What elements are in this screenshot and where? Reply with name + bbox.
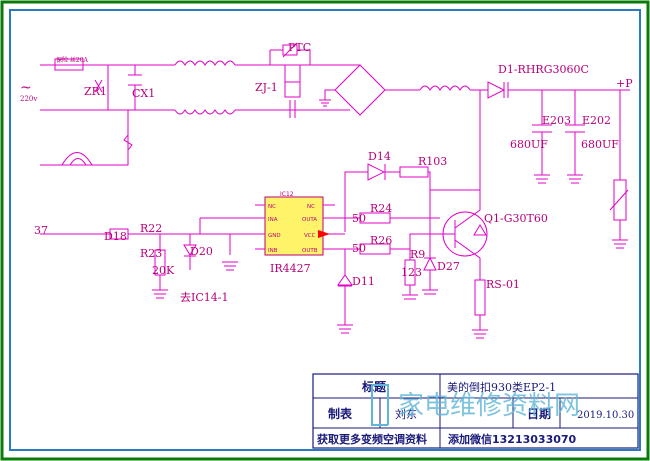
footer-left: 获取更多变频空调资料: [317, 432, 427, 446]
inner-border: [9, 9, 641, 451]
title-block: [312, 373, 639, 449]
label-ac-symbol: ~: [20, 80, 32, 96]
label-zj1: ZJ-1: [255, 81, 278, 94]
label-e203: E203: [542, 114, 571, 127]
label-r9: R9: [410, 248, 425, 261]
label-cx1: CX1: [132, 87, 155, 100]
label-ic-name: IR4427: [270, 262, 311, 275]
pin-outa: OUTA: [302, 217, 317, 223]
label-r26: R26: [370, 234, 392, 247]
pin-inb: INB: [268, 248, 278, 254]
label-rs01: RS-01: [486, 278, 520, 291]
label-d1: D1-RHRG3060C: [498, 63, 589, 76]
pin-nc-right: NC: [307, 204, 315, 210]
label-r9-value: 123: [401, 266, 422, 279]
label-cap-right: 680UF: [581, 138, 619, 151]
label-e202: E202: [582, 114, 611, 127]
label-ac-voltage: 220v: [20, 95, 37, 103]
label-r23: R23: [140, 247, 162, 260]
label-r24: R24: [370, 202, 392, 215]
fuse-icon: [54, 58, 84, 71]
label-r103: R103: [418, 155, 447, 168]
drawn-value: 刘东: [395, 408, 417, 421]
label-zr1: ZR1: [84, 85, 107, 98]
label-r24-value: 50: [352, 212, 366, 225]
watermark-logo-icon: [371, 384, 389, 426]
label-r22: R22: [140, 222, 162, 235]
watermark-text: 家电维修资料网: [398, 391, 580, 421]
label-fuse: 保险 丝20A: [56, 56, 89, 64]
label-d11: D11: [352, 275, 375, 288]
label-d14: D14: [368, 150, 391, 163]
footer-right: 添加微信13213033070: [448, 432, 577, 446]
pin-nc-left: NC: [268, 204, 276, 210]
circuit-wires: [40, 42, 630, 339]
label-plus-p: +P: [616, 77, 633, 90]
label-to-ic14: 去IC14-1: [180, 291, 228, 304]
label-q1: Q1-G30T60: [484, 212, 548, 225]
ground-plug-icon: [61, 152, 93, 166]
date-label: 日期: [527, 406, 551, 421]
label-ic12: IC12: [280, 191, 294, 198]
pin-gnd: GND: [268, 233, 281, 239]
date-value: 2019.10.30: [577, 410, 634, 421]
label-ptc: PTC: [288, 41, 311, 54]
zr1-varistor-icon: [94, 79, 103, 93]
label-r23-value: 20K: [152, 264, 175, 277]
title-label: 标题: [361, 379, 387, 394]
signal-arrow-icon: [318, 230, 330, 238]
pin-ina: INA: [268, 217, 278, 223]
label-d18: D18: [104, 230, 127, 243]
label-r26-value: 50: [352, 242, 366, 255]
title-value: 美的倒扣930类EP2-1: [447, 380, 556, 394]
label-d27: D27: [437, 260, 460, 273]
label-cap-left: 680UF: [510, 138, 548, 151]
pin-vcc: VCC: [304, 233, 316, 239]
label-net-37: 37: [34, 224, 48, 237]
label-d20: D20: [190, 245, 213, 258]
drawn-label: 制表: [328, 406, 353, 421]
pin-outb: OUTB: [302, 248, 318, 254]
